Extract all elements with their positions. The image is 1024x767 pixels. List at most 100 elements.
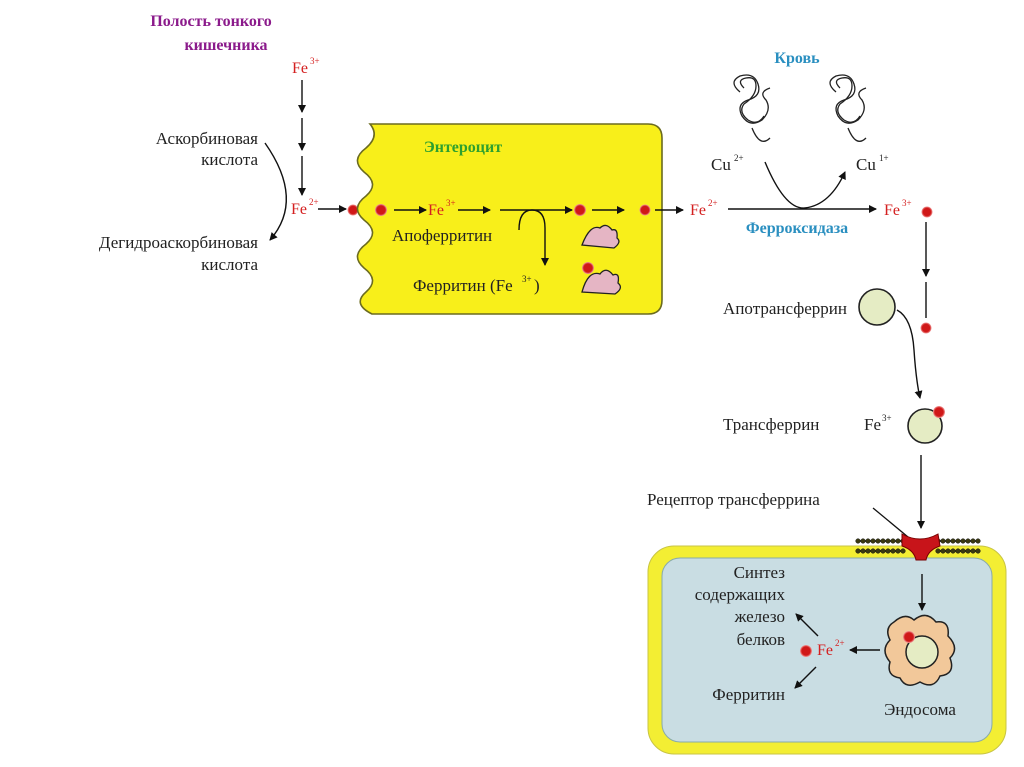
lipid-bilayer (855, 538, 981, 554)
iron-dot (920, 322, 932, 334)
lipid-bead (940, 538, 946, 544)
ferroxidase-label: Ферроксидаза (746, 220, 848, 237)
endosome-label: Эндосома (884, 700, 956, 719)
ascorbic-acid-line1: Аскорбиновая (156, 129, 258, 148)
lipid-bead (940, 548, 946, 554)
svg-text:Cu: Cu (856, 155, 876, 174)
svg-text:3+: 3+ (882, 413, 892, 423)
svg-text:Fe: Fe (690, 202, 706, 219)
ceruloplasmin-icon (829, 74, 867, 142)
target-ferritin-label: Ферритин (712, 685, 785, 704)
iron-dot (800, 645, 812, 657)
iron-dot (933, 406, 945, 418)
transferrin-receptor-icon (901, 533, 941, 561)
lipid-bead (880, 538, 886, 544)
lipid-bead (895, 538, 901, 544)
lipid-bead (950, 548, 956, 554)
ascorbic-acid-line2: кислота (201, 150, 258, 169)
lipid-bead (965, 538, 971, 544)
svg-text:1+: 1+ (879, 153, 889, 163)
lipid-bead (975, 538, 981, 544)
lipid-bead (855, 538, 861, 544)
target-fe2-label: Fe 2+ (817, 638, 845, 659)
lipid-bead (890, 538, 896, 544)
svg-text:3+: 3+ (310, 56, 320, 66)
svg-text:Fe: Fe (428, 202, 444, 219)
svg-text:2+: 2+ (734, 153, 744, 163)
svg-text:Трансферрин: Трансферрин (723, 415, 819, 434)
iron-dot (574, 204, 586, 216)
svg-text:Ферритин (Fe: Ферритин (Fe (413, 276, 513, 295)
lipid-bead (900, 548, 906, 554)
cu1-label: Cu 1+ (856, 153, 889, 174)
lipid-bead (965, 548, 971, 554)
svg-text:2+: 2+ (309, 197, 319, 207)
lipid-bead (860, 548, 866, 554)
synthesis-line4: белков (737, 630, 785, 649)
svg-text:): ) (534, 276, 540, 295)
arrow-cu-reduction (764, 161, 846, 209)
receptor-leader-line (872, 507, 909, 538)
lipid-bead (875, 538, 881, 544)
lipid-bead (935, 548, 941, 554)
enterocyte-title: Энтероцит (424, 139, 502, 156)
lipid-bead (975, 548, 981, 554)
svg-text:3+: 3+ (902, 198, 912, 208)
lipid-bead (955, 538, 961, 544)
dehydroascorbic-acid-line1: Дегидроаскорбиновая (99, 233, 258, 252)
transferrin-icon (907, 408, 943, 444)
lipid-bead (950, 538, 956, 544)
lipid-bead (860, 538, 866, 544)
blood-fe2-label: Fe 2+ (690, 198, 718, 219)
svg-text:2+: 2+ (708, 198, 718, 208)
target-cell-interior (661, 557, 993, 743)
lipid-bead (945, 538, 951, 544)
svg-text:2+: 2+ (835, 638, 845, 648)
arrow-to-transferrin (896, 309, 923, 399)
lipid-bead (885, 548, 891, 554)
lipid-bead (880, 548, 886, 554)
synthesis-line2: содержащих (695, 585, 786, 604)
lipid-bead (865, 548, 871, 554)
lipid-bead (960, 538, 966, 544)
synthesis-line1: Синтез (734, 563, 786, 582)
lumen-fe3-label: Fe 3+ (292, 56, 320, 77)
ferritin-label: Ферритин (Fe 3+ ) (413, 274, 540, 295)
cu2-label: Cu 2+ (711, 153, 744, 174)
enterocyte-fe3-label: Fe 3+ (428, 198, 456, 219)
iron-dot (903, 631, 915, 643)
lipid-bead (890, 548, 896, 554)
ferritin-shape (581, 269, 622, 295)
lumen-fe2-label: Fe 2+ (291, 197, 319, 218)
arrow-to-synthesis (795, 613, 819, 637)
synthesis-line3: железо (734, 607, 785, 626)
lipid-bead (960, 548, 966, 554)
iron-dot (582, 262, 594, 274)
iron-dot (347, 204, 359, 216)
lipid-bead (885, 538, 891, 544)
apotransferrin-icon (858, 288, 896, 326)
svg-text:Fe: Fe (292, 60, 308, 77)
svg-text:3+: 3+ (522, 274, 532, 284)
lipid-bead (895, 548, 901, 554)
svg-text:Fe: Fe (884, 202, 900, 219)
apoferritin-label: Апоферритин (392, 226, 492, 245)
svg-text:Fe: Fe (817, 642, 833, 659)
iron-dot (375, 204, 387, 216)
arrow-to-ferritin-storage (794, 666, 817, 689)
lipid-bead (955, 548, 961, 554)
receptor-label: Рецептор трансферрина (647, 490, 820, 509)
svg-text:3+: 3+ (446, 198, 456, 208)
lipid-bead (870, 548, 876, 554)
svg-text:Fe: Fe (864, 415, 881, 434)
lipid-bead (865, 538, 871, 544)
arrow-ascorbic-oxidation (264, 142, 288, 241)
dehydroascorbic-acid-line2: кислота (201, 255, 258, 274)
blood-fe3-label: Fe 3+ (884, 198, 912, 219)
endosome-transferrin-icon (905, 635, 939, 669)
lumen-title-line1: Полость тонкого (150, 13, 271, 30)
lipid-bead (875, 548, 881, 554)
svg-text:Fe: Fe (291, 201, 307, 218)
